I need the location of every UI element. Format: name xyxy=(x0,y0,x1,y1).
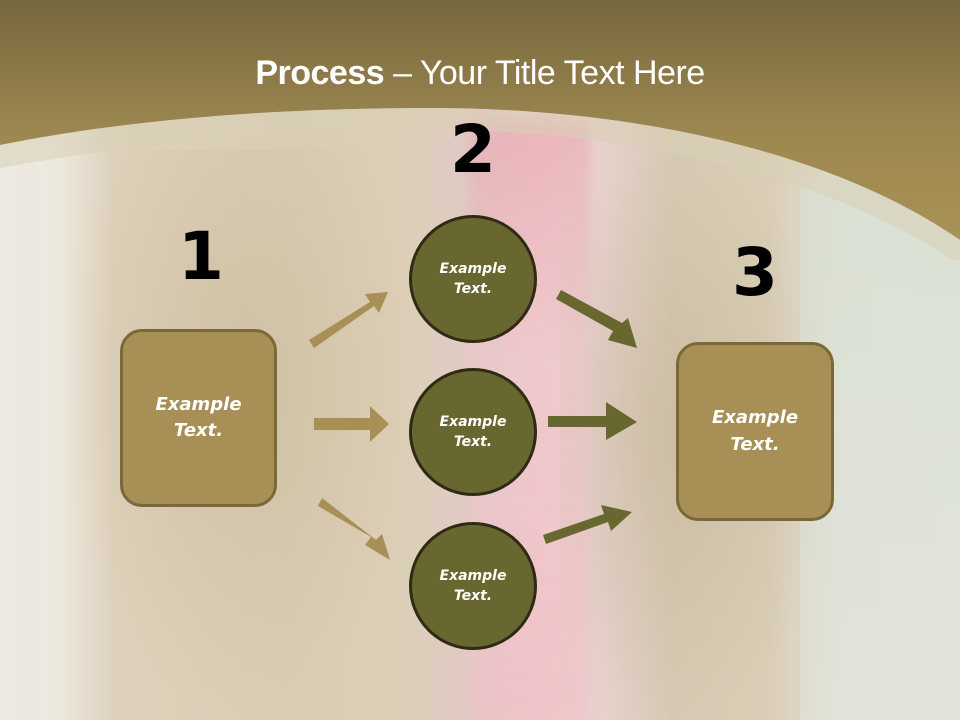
step-circle-2-label: Example Text. xyxy=(439,413,507,450)
step-number-3: 3 xyxy=(732,234,778,311)
step-box-1[interactable]: Example Text. xyxy=(120,329,277,507)
page-title: Process – Your Title Text Here xyxy=(0,54,960,93)
step-circle-2[interactable]: Example Text. xyxy=(409,368,537,496)
arrow-circle2-to-box3 xyxy=(548,402,637,440)
step-box-3[interactable]: Example Text. xyxy=(676,342,834,521)
arrow-box1-to-circle1 xyxy=(309,292,388,348)
step-box-3-label: Example Text. xyxy=(711,407,799,455)
step-circle-3-label: Example Text. xyxy=(439,567,507,604)
step-circle-3[interactable]: Example Text. xyxy=(409,522,537,650)
header-band: Process – Your Title Text Here xyxy=(0,0,960,260)
title-bold: Process xyxy=(255,54,385,92)
step-circle-1-label: Example Text. xyxy=(439,260,507,297)
step-circle-1[interactable]: Example Text. xyxy=(409,215,537,343)
arrow-circle1-to-box3 xyxy=(556,290,637,348)
step-box-1-label: Example Text. xyxy=(155,393,242,441)
title-rest: – Your Title Text Here xyxy=(384,54,705,92)
arrow-box1-to-circle3 xyxy=(318,498,390,560)
arrow-circle3-to-box3 xyxy=(543,505,632,544)
step-number-2: 2 xyxy=(450,111,496,188)
step-number-1: 1 xyxy=(178,218,224,295)
arrow-box1-to-circle2 xyxy=(314,406,389,442)
